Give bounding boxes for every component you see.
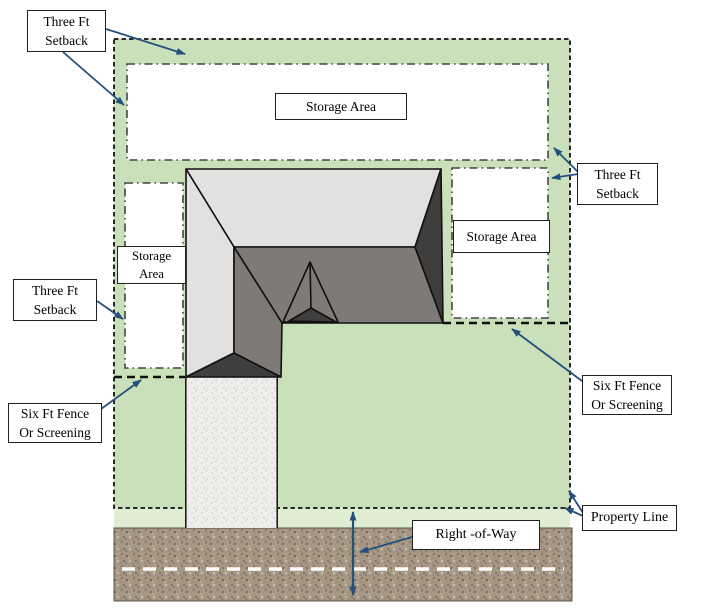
arrow-fence-left [100,379,142,410]
label-fence-left: Six Ft Fence Or Screening [8,403,102,443]
leader-arrows [62,28,584,554]
arrow-fence-right [511,328,583,382]
arrow-property-line-b [564,507,584,517]
arrow-setback-right-a [553,147,579,173]
label-right-of-way: Right -of-Way [412,520,540,550]
label-property-line: Property Line [582,505,677,531]
arrow-setback-top-a [105,28,186,55]
driveway [185,377,278,528]
arrow-setback-top-b [62,51,125,106]
roof-dormer-ridge [309,261,312,309]
arrow-setback-mid-left [96,300,124,320]
label-storage-area-left: Storage Area [117,246,186,284]
label-setback-top-left: Three Ft Setback [27,10,106,52]
roof-hip-east-gable [414,168,444,324]
label-fence-right: Six Ft Fence Or Screening [582,375,672,415]
arrow-property-line-a [568,490,584,514]
roof-hip-south-gable [185,352,282,378]
arrow-right-of-way [359,536,413,554]
roof-dormer-face [288,307,337,323]
label-storage-area-rear: Storage Area [275,93,407,120]
label-setback-mid-left: Three Ft Setback [13,279,97,321]
label-storage-area-right: Storage Area [453,220,550,253]
arrow-setback-right-b [551,173,579,181]
label-setback-right: Three Ft Setback [577,163,658,205]
house-roof [185,168,444,378]
